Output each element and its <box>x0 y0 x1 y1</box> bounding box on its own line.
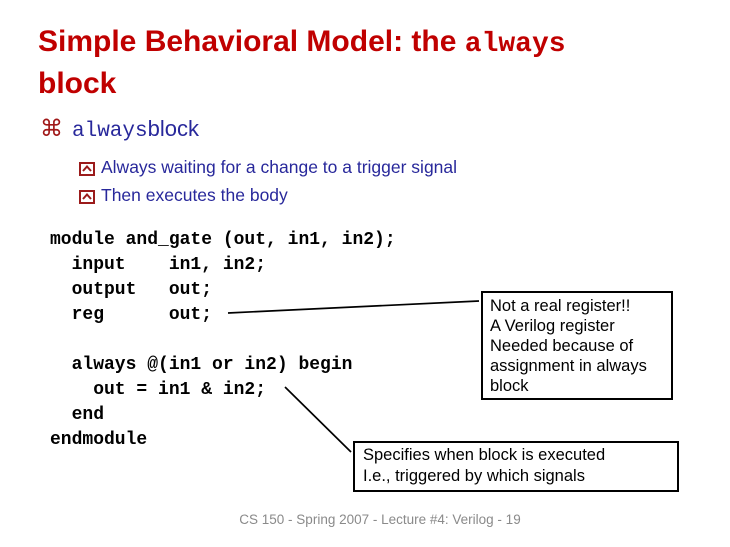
page-title: Simple Behavioral Model: the always bloc… <box>38 22 708 103</box>
bullet-label: block <box>147 116 199 141</box>
verilog-code-block: module and_gate (out, in1, in2); input i… <box>50 230 396 450</box>
slide-footer: CS 150 - Spring 2007 - Lecture #4: Veril… <box>239 512 521 527</box>
annotation-trigger-note: Specifies when block is executed I.e., t… <box>353 441 679 492</box>
bullet-code-keyword: always <box>72 120 148 143</box>
sub-bullet-text: Always waiting for a change to a trigger… <box>101 156 458 177</box>
page-title-line2: block <box>38 67 117 100</box>
sub-bullet-text: Then executes the body <box>101 184 288 205</box>
page-title-line1: Simple Behavioral Model: the always <box>38 22 708 64</box>
page-title-code-keyword: always <box>464 29 566 60</box>
annotation-register-note: Not a real register!! A Verilog register… <box>481 291 673 400</box>
list-item: Always waiting for a change to a trigger… <box>79 153 457 181</box>
command-bullet-icon: ⌘ <box>40 116 63 142</box>
sub-bullet-list: Always waiting for a change to a trigger… <box>79 153 457 209</box>
bullet-always-block: ⌘ always block <box>40 116 199 143</box>
box-caret-bullet-icon <box>79 188 95 204</box>
box-caret-bullet-icon <box>79 160 95 176</box>
list-item: Then executes the body <box>79 181 457 209</box>
page-title-text: Simple Behavioral Model: the <box>38 25 465 58</box>
